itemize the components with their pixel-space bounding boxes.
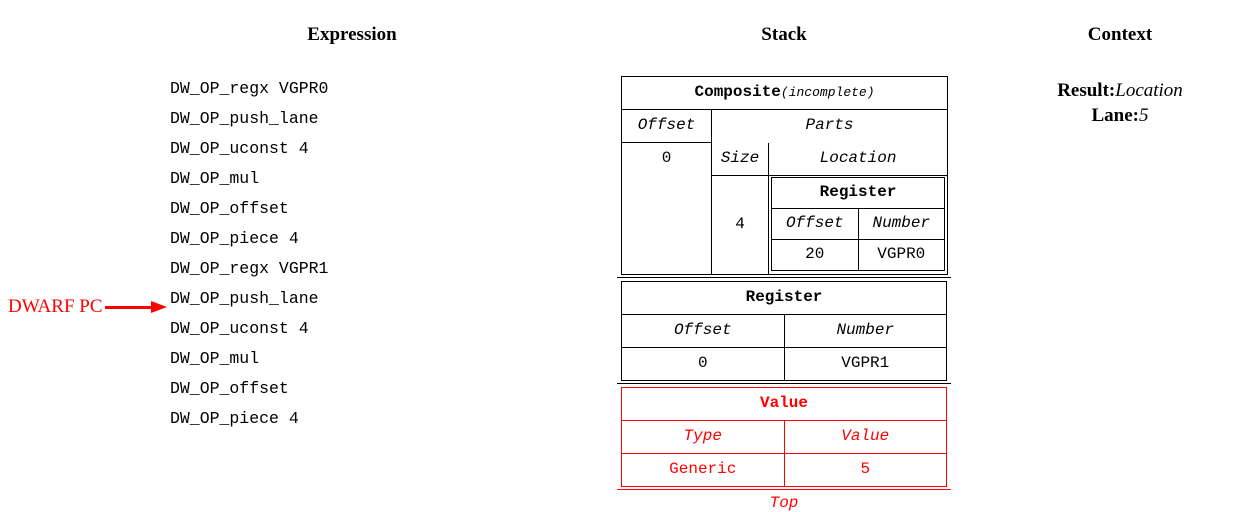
composite-location-cell: Register Offset Number 20 VGPR0: [769, 175, 948, 274]
expression-op: DW_OP_offset: [170, 199, 289, 218]
register-title: Register: [621, 281, 947, 315]
stack-entry-value: Value Type Value Generic 5: [621, 386, 947, 487]
stack-entry-composite: Composite(incomplete) Offset Parts 0 Siz…: [621, 76, 949, 275]
value-type-header: Type: [621, 420, 785, 454]
context-row-result: Result:Location: [1000, 78, 1240, 103]
context-result-value: Location: [1115, 80, 1183, 101]
composite-size-value: 4: [711, 175, 769, 274]
expression-op: DW_OP_mul: [170, 349, 260, 368]
register-number-header: Number: [784, 314, 947, 348]
expression-op: DW_OP_piece 4: [170, 409, 299, 428]
value-type-value: Generic: [621, 453, 785, 486]
nested-register-offset-header: Offset: [771, 208, 859, 240]
register-table: Register Offset Number 0 VGPR1: [621, 280, 947, 381]
composite-offset-value: 0: [621, 142, 712, 175]
composite-size-header: Size: [711, 142, 769, 176]
stack-entry-register: Register Offset Number 0 VGPR1: [621, 280, 947, 381]
arrow-right-icon: [104, 301, 167, 313]
stack-separator: [617, 275, 951, 281]
expression-op: DW_OP_uconst 4: [170, 139, 309, 158]
composite-title-suffix: (incomplete): [780, 85, 875, 100]
composite-table: Composite(incomplete) Offset Parts 0 Siz…: [621, 76, 949, 275]
value-value-value: 5: [860, 459, 871, 478]
composite-offset-header: Offset: [621, 109, 712, 143]
stack-separator: [617, 381, 951, 387]
dwarf-pc-marker: DWARF PC: [8, 296, 167, 318]
context-row-lane: Lane:5: [1000, 103, 1240, 128]
value-title: Value: [621, 387, 947, 421]
stack-column: Composite(incomplete) Offset Parts 0 Siz…: [617, 76, 951, 512]
context-column-title: Context: [1087, 24, 1153, 45]
context-lane-value: 5: [1139, 105, 1149, 126]
composite-parts-header: Parts: [805, 116, 854, 135]
composite-title: Composite: [694, 83, 781, 101]
expression-op: DW_OP_uconst 4: [170, 319, 309, 338]
nested-register-table: Register Offset Number 20 VGPR0: [771, 176, 946, 271]
nested-register-title: Register: [771, 177, 945, 209]
stack-top-separator: [617, 487, 951, 493]
expression-operation-list: DW_OP_regx VGPR0 DW_OP_push_lane DW_OP_u…: [170, 74, 328, 434]
composite-title-cell: Composite(incomplete): [621, 76, 948, 110]
expression-op: DW_OP_piece 4: [170, 229, 299, 248]
expression-op: DW_OP_mul: [170, 169, 260, 188]
nested-register-offset-value: 20: [771, 239, 859, 270]
value-value-header: Value: [784, 420, 947, 454]
expression-op: DW_OP_push_lane: [170, 289, 319, 308]
stack-column-title: Stack: [761, 24, 807, 45]
context-result-label: Result:: [1057, 80, 1116, 101]
nested-register-number-value: VGPR0: [877, 244, 926, 263]
expression-op: DW_OP_regx VGPR1: [170, 259, 329, 278]
composite-offset-spacer: [621, 175, 712, 274]
expression-column-title: Expression: [307, 24, 397, 45]
value-table: Value Type Value Generic 5: [621, 386, 947, 487]
register-offset-header: Offset: [621, 314, 785, 348]
expression-op: DW_OP_regx VGPR0: [170, 79, 329, 98]
context-column: Result:Location Lane:5: [1000, 78, 1240, 128]
expression-op: DW_OP_push_lane: [170, 109, 319, 128]
expression-op: DW_OP_offset: [170, 379, 289, 398]
context-lane-label: Lane:: [1091, 105, 1140, 126]
register-offset-value: 0: [621, 347, 785, 380]
register-number-value: VGPR1: [841, 353, 890, 372]
dwarf-pc-label: DWARF PC: [8, 296, 103, 317]
nested-register-number-header: Number: [858, 208, 945, 240]
composite-location-header: Location: [768, 142, 948, 176]
